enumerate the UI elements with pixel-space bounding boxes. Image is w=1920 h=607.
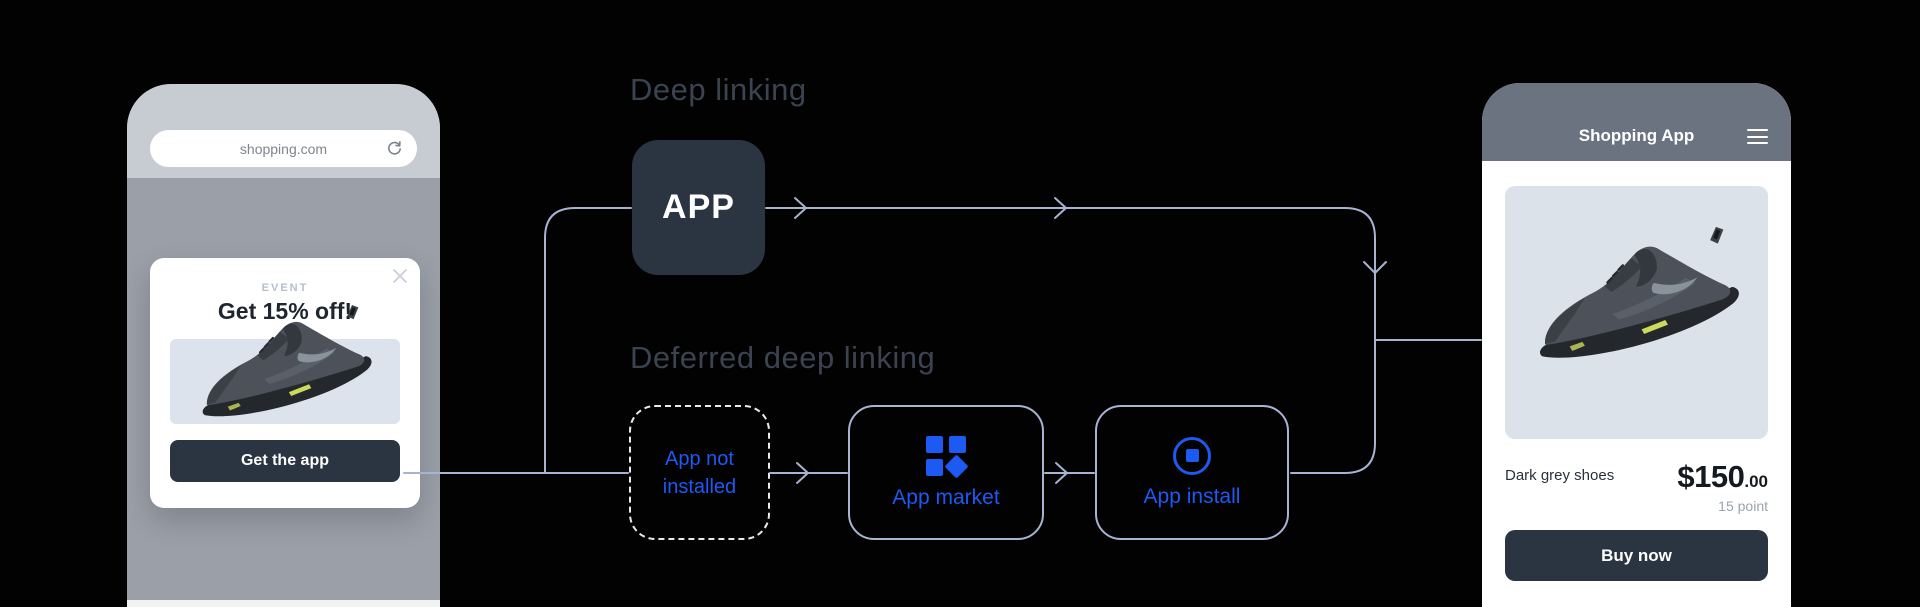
product-image bbox=[170, 305, 400, 425]
browser-phone-mockup: shopping.com EVENT Get 15% off! Get the … bbox=[127, 84, 440, 607]
price-main: $150 bbox=[1677, 459, 1745, 494]
price-cents: .00 bbox=[1744, 472, 1768, 491]
price: $150.00 bbox=[1677, 459, 1768, 495]
shoe-image bbox=[1520, 223, 1747, 368]
product-image bbox=[1505, 186, 1768, 439]
app-market-label: App market bbox=[892, 485, 1000, 509]
app-node: APP bbox=[632, 140, 765, 275]
connector-line bbox=[544, 207, 632, 474]
buy-now-button[interactable]: Buy now bbox=[1505, 530, 1768, 581]
event-badge: EVENT bbox=[261, 282, 309, 294]
reload-icon[interactable] bbox=[385, 139, 404, 158]
product-name: Dark grey shoes bbox=[1505, 467, 1615, 484]
shopping-app-phone-mockup: Shopping App Dark grey shoes $150.00 15 … bbox=[1482, 83, 1791, 607]
promo-title: Get 15% off! bbox=[217, 298, 353, 324]
arrow-down-icon bbox=[1363, 261, 1387, 274]
get-the-app-button[interactable]: Get the app bbox=[170, 440, 400, 482]
arrow-right-icon bbox=[794, 197, 807, 219]
app-title: Shopping App bbox=[1578, 126, 1695, 145]
price-block: $150.00 15 point bbox=[1677, 459, 1768, 514]
app-body: Dark grey shoes $150.00 15 point Buy now bbox=[1482, 186, 1791, 581]
deep-linking-title: Deep linking bbox=[630, 72, 807, 107]
app-market-icon bbox=[926, 435, 969, 479]
app-install-node: App install bbox=[1095, 405, 1289, 540]
shoe-image bbox=[186, 305, 379, 425]
app-market-node: App market bbox=[848, 405, 1044, 540]
url-text: shopping.com bbox=[239, 140, 328, 157]
url-input[interactable]: shopping.com bbox=[150, 130, 417, 167]
arrow-right-icon bbox=[1054, 197, 1067, 219]
close-icon[interactable] bbox=[392, 268, 408, 284]
browser-bottom-bar bbox=[127, 600, 440, 607]
deferred-deep-linking-title: Deferred deep linking bbox=[630, 340, 936, 375]
menu-icon[interactable] bbox=[1747, 129, 1768, 144]
app-header: Shopping App bbox=[1482, 83, 1791, 161]
arrow-right-icon bbox=[1055, 462, 1068, 484]
promo-popup: EVENT Get 15% off! Get the app bbox=[150, 258, 420, 508]
app-install-label: App install bbox=[1143, 484, 1241, 508]
arrow-right-icon bbox=[796, 462, 809, 484]
app-install-icon bbox=[1173, 436, 1211, 475]
app-not-installed-node: App not installed bbox=[629, 405, 770, 540]
browser-header: shopping.com bbox=[127, 84, 440, 178]
product-info: Dark grey shoes $150.00 15 point bbox=[1505, 459, 1768, 514]
points-label: 15 point bbox=[1718, 498, 1768, 514]
